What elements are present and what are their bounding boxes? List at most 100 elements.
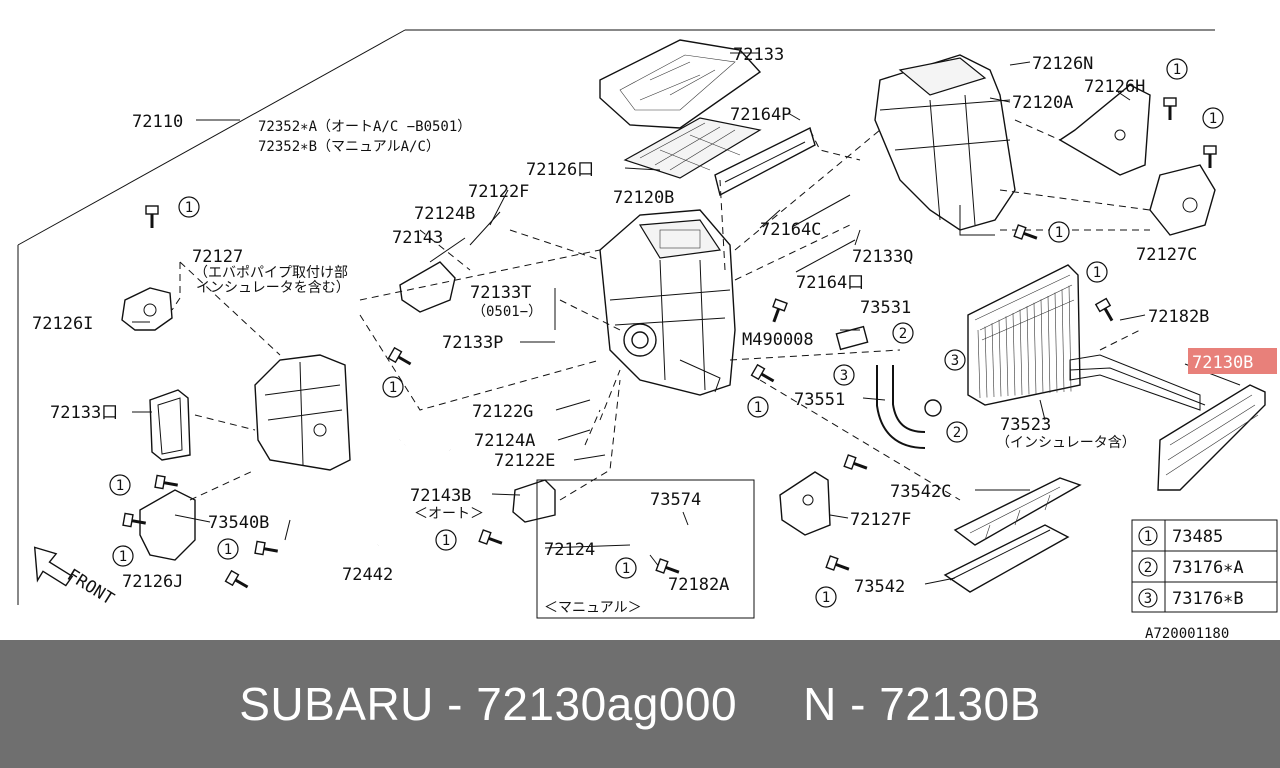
part-labels: 72110 72352∗A（オートA/C −B0501） 72352∗B（マニュアル…: [32, 45, 1209, 616]
svg-text:3: 3: [840, 368, 848, 384]
part-label-72127C: 72127C: [1136, 245, 1197, 265]
marker-1-icon: 1: [178, 196, 200, 218]
mesh-filter: [623, 117, 762, 179]
marker-2-icon: 2: [892, 322, 914, 344]
part-label-72133Q: 72133Q: [852, 247, 913, 267]
marker-1-icon: 1: [1048, 221, 1070, 243]
part-label-72133T: 72133T: [470, 283, 531, 303]
part-label-72352a: 72352∗A（オートA/C −B0501）: [258, 119, 471, 135]
marker-1-icon: 1: [615, 557, 637, 579]
diagram-ref-code: A720001180: [1145, 626, 1229, 640]
solid-leaders: [132, 52, 1241, 585]
part-label-73542C: 73542C: [890, 482, 951, 502]
part-label-72126J: 72126J: [122, 572, 183, 592]
actuator-72143B: [512, 479, 556, 523]
part-label-72352b: 72352∗B（マニュアルA/C）: [258, 139, 440, 155]
part-label-72143B: 72143B: [410, 486, 471, 506]
bolt-icon: [843, 454, 868, 470]
tray-73542C: [953, 477, 1082, 546]
svg-text:1: 1: [1209, 111, 1217, 127]
part-label-72122E: 72122E: [494, 451, 555, 471]
svg-text:1: 1: [185, 200, 193, 216]
top-tray: [599, 39, 762, 129]
legend-part-number: 73176∗A: [1172, 558, 1244, 578]
part-label-72127_n2: インシュレータを含む）: [196, 280, 350, 296]
marker-1-icon: 1: [382, 376, 404, 398]
part-label-73574: 73574: [650, 490, 701, 510]
part-label-72133: 72133: [733, 45, 784, 65]
part-label-72164P: 72164P: [730, 105, 791, 125]
marker-1-icon: 1: [1202, 107, 1224, 129]
part-label-72110: 72110: [132, 112, 183, 132]
upper-case-72120A: [874, 54, 1016, 236]
part-label-72442: 72442: [342, 565, 393, 585]
marker-3-icon: 3: [944, 349, 966, 371]
hose-72442: [375, 432, 453, 547]
part-label-73551: 73551: [794, 390, 845, 410]
legend-marker-icon: [1138, 588, 1158, 608]
duct-72127: [254, 354, 351, 471]
marker-1-icon: 1: [435, 529, 457, 551]
bolt-icon: [154, 474, 178, 490]
svg-text:1: 1: [116, 478, 124, 494]
bolt-icon: [387, 346, 412, 366]
part-label-72124A: 72124A: [474, 431, 535, 451]
part-label-72122G: 72122G: [472, 402, 533, 422]
svg-text:2: 2: [953, 425, 961, 441]
marker-1-icon: 1: [1086, 261, 1108, 283]
frame-lines: [17, 29, 1215, 605]
legend-marker: 1: [1144, 529, 1152, 545]
part-label-72143B_n: ＜オート＞: [414, 506, 484, 522]
svg-text:2: 2: [899, 326, 907, 342]
front-label: FRONT: [63, 565, 117, 609]
heater-unit-body: [599, 209, 736, 396]
part-label-72127: 72127: [192, 247, 243, 267]
footer-bar: SUBARU - 72130ag000 N - 72130B: [0, 640, 1280, 768]
tray-73542: [943, 524, 1070, 593]
part-label-72126O: 72126口: [526, 160, 594, 180]
part-label-72120A: 72120A: [1012, 93, 1073, 113]
svg-text:1: 1: [622, 561, 630, 577]
marker-1-icon: 1: [1166, 58, 1188, 80]
marker-1-icon: 1: [109, 474, 131, 496]
bracket-72127C: [1149, 164, 1216, 236]
part-label-72124B: 72124B: [414, 204, 475, 224]
part-label-72182B: 72182B: [1148, 307, 1209, 327]
marker-2-icon: 2: [946, 421, 968, 443]
svg-text:1: 1: [389, 380, 397, 396]
marker-1-icon: 1: [815, 586, 837, 608]
circled-markers: 1 1 1 1 1 1 1 1 1 1 1 1 1 2 2 3 3: [109, 58, 1224, 608]
part-label-72120B: 72120B: [613, 188, 674, 208]
front-arrow-icon: [33, 546, 74, 587]
bolt-icon: [750, 363, 775, 383]
bolt-icon: [1094, 297, 1114, 322]
legend-marker-icon: [1138, 526, 1158, 546]
part-label-72124: 72124: [544, 540, 595, 560]
part-label-72122F: 72122F: [468, 182, 529, 202]
footer-ref-number: N - 72130B: [803, 678, 1041, 730]
bracket-72126J: [139, 489, 196, 561]
part-label-73540B: 73540B: [208, 513, 269, 533]
part-label-72182A: 72182A: [668, 575, 729, 595]
svg-text:3: 3: [951, 353, 959, 369]
svg-text:1: 1: [822, 590, 830, 606]
highlight-label: 72130B: [1192, 353, 1253, 373]
svg-text:1: 1: [1093, 265, 1101, 281]
parts-diagram: FRONT 1 1 1 1 1 1 1 1 1 1 1 1 1 2 2 3 3 72110 72352∗A（オート…: [17, 29, 1278, 640]
part-label-72127_n1: （エバポパイプ取付け部: [194, 265, 348, 281]
part-label-72126N: 72126N: [1032, 54, 1093, 74]
bolt-icon: [772, 298, 788, 323]
fasteners: [122, 97, 1217, 589]
svg-text:1: 1: [119, 549, 127, 565]
svg-text:1: 1: [442, 533, 450, 549]
part-label-manual_n: ＜マニュアル＞: [544, 600, 642, 616]
marker-1-icon: 1: [217, 538, 239, 560]
manual-inset-box: [536, 479, 755, 619]
highlight-box: [1188, 348, 1277, 374]
part-label-72133T_n: （0501−）: [472, 304, 542, 320]
footer-part-number: SUBARU - 72130ag000: [239, 678, 738, 730]
bolt-icon: [478, 529, 503, 545]
part-label-73523: 73523: [1000, 415, 1051, 435]
part-label-72127F: 72127F: [850, 510, 911, 530]
evaporator-core: [967, 264, 1081, 406]
